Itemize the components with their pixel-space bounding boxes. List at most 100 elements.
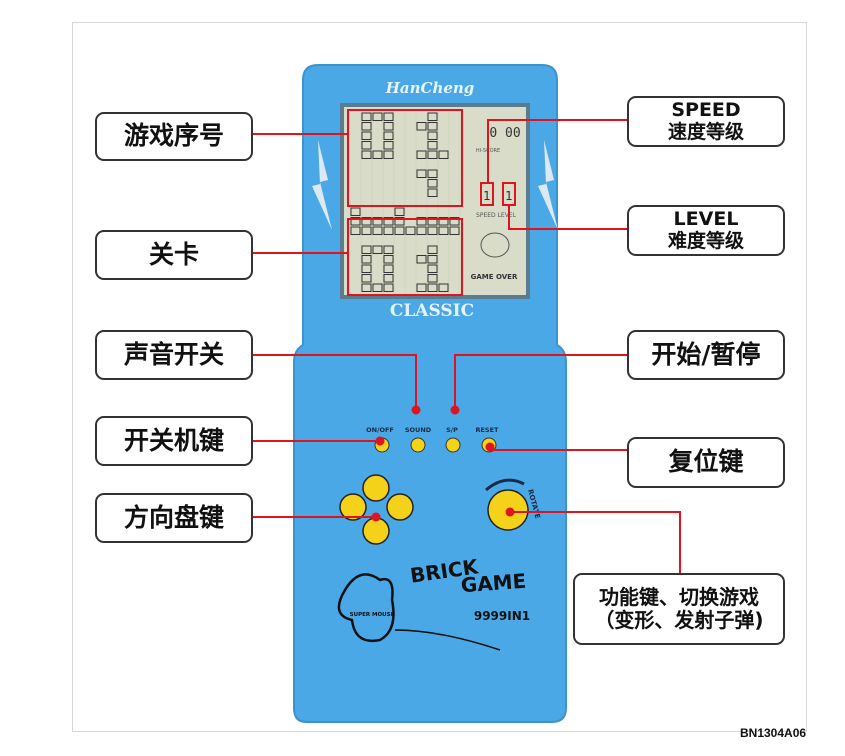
lcd-brick	[350, 217, 361, 226]
lcd-brick	[416, 217, 427, 226]
lcd-brick	[372, 112, 383, 121]
lcd-brick	[416, 150, 427, 159]
lcd-brick	[361, 217, 372, 226]
lcd-brick	[394, 226, 405, 235]
lcd-brick	[361, 131, 372, 140]
image-frame	[72, 22, 807, 732]
dpad-left[interactable]	[339, 493, 367, 521]
lcd-brick	[416, 122, 427, 131]
lcd-brick	[427, 112, 438, 121]
lcd-brick	[350, 226, 361, 235]
sp-button[interactable]	[445, 437, 461, 453]
lcd-brick	[372, 283, 383, 292]
label-dpad: 方向盘键	[95, 493, 253, 543]
sound-button[interactable]	[410, 437, 426, 453]
label-sub: 速度等级	[667, 120, 744, 143]
lcd-brick	[361, 122, 372, 131]
lcd-brick	[427, 255, 438, 264]
label-power: 开关机键	[95, 416, 253, 466]
model-subtitle: 9999IN1	[474, 609, 530, 623]
lcd-brick	[383, 274, 394, 283]
model-label: CLASSIC	[390, 301, 474, 321]
lcd-brick	[361, 264, 372, 273]
lcd-brick	[383, 245, 394, 254]
label-title: LEVEL	[673, 207, 739, 230]
lightning-right-icon	[538, 140, 558, 230]
dpad-down[interactable]	[362, 517, 390, 545]
lcd-brick	[372, 245, 383, 254]
lcd-bricks	[350, 112, 460, 292]
lcd-brick	[383, 112, 394, 121]
lcd-brick	[394, 217, 405, 226]
lcd-brick	[383, 122, 394, 131]
label-text: 复位键	[668, 447, 744, 477]
lcd-brick	[383, 131, 394, 140]
lcd-brick	[427, 188, 438, 197]
lcd-brick	[427, 274, 438, 283]
lcd-brick	[361, 255, 372, 264]
lcd-brick	[427, 141, 438, 150]
swoosh	[394, 629, 501, 651]
lcd-brick	[372, 150, 383, 159]
lcd-brick	[372, 226, 383, 235]
lcd-brick	[416, 255, 427, 264]
label-reset: 复位键	[627, 437, 785, 488]
lcd-score: 0 00	[489, 126, 520, 141]
brand-logo: HanCheng	[385, 79, 475, 97]
lcd-brick	[383, 264, 394, 273]
lcd-brick	[383, 141, 394, 150]
label-start-pause: 开始/暂停	[627, 330, 785, 380]
lcd-brick	[416, 226, 427, 235]
lcd-brick	[449, 226, 460, 235]
image-code: BN1304A06	[740, 726, 807, 740]
lcd-brick	[383, 150, 394, 159]
lcd-brick	[427, 245, 438, 254]
dpad-right[interactable]	[386, 493, 414, 521]
lcd-brick	[427, 131, 438, 140]
lcd-brick	[427, 283, 438, 292]
dpad-up[interactable]	[362, 474, 390, 502]
lcd-level-value: 1	[505, 189, 513, 203]
lcd-brick	[427, 217, 438, 226]
lcd-brick	[405, 226, 416, 235]
lcd-brick	[427, 150, 438, 159]
lcd-brick	[383, 217, 394, 226]
lcd-brick	[427, 179, 438, 188]
lcd-brick	[350, 207, 361, 216]
reset-label: RESET	[475, 426, 499, 434]
lcd-brick	[427, 122, 438, 131]
lcd-brick	[427, 264, 438, 273]
lcd-brick	[383, 283, 394, 292]
rotate-arrow-icon	[485, 478, 525, 492]
lcd-mascot	[480, 232, 510, 258]
label-text: 声音开关	[123, 339, 224, 369]
label-sound: 声音开关	[95, 330, 253, 380]
label-stage: 关卡	[95, 230, 253, 280]
lcd-grid	[349, 112, 461, 294]
lcd-brick	[438, 283, 449, 292]
lcd-speed-value: 1	[483, 189, 491, 203]
label-text: 方向盘键	[123, 502, 224, 532]
label-title: SPEED	[671, 98, 741, 121]
label-line1: 功能键、切换游戏	[599, 585, 759, 609]
annotation-lines	[252, 109, 681, 573]
lcd-brick	[394, 207, 405, 216]
lcd-brick	[427, 169, 438, 178]
annotation-dots	[371, 405, 515, 522]
lcd-brick	[361, 141, 372, 150]
lcd-brick	[361, 150, 372, 159]
lcd-brick	[372, 217, 383, 226]
lcd-brick	[361, 283, 372, 292]
lcd-game-over: GAME OVER	[471, 273, 518, 281]
label-text: 开关机键	[123, 425, 224, 455]
label-line2: （变形、发射子弹)	[594, 608, 764, 632]
lcd-brick	[383, 255, 394, 264]
lcd-brick	[438, 226, 449, 235]
lcd-brick	[449, 217, 460, 226]
label-text: 关卡	[148, 239, 199, 269]
lcd-brick	[361, 226, 372, 235]
sound-label: SOUND	[405, 426, 432, 434]
